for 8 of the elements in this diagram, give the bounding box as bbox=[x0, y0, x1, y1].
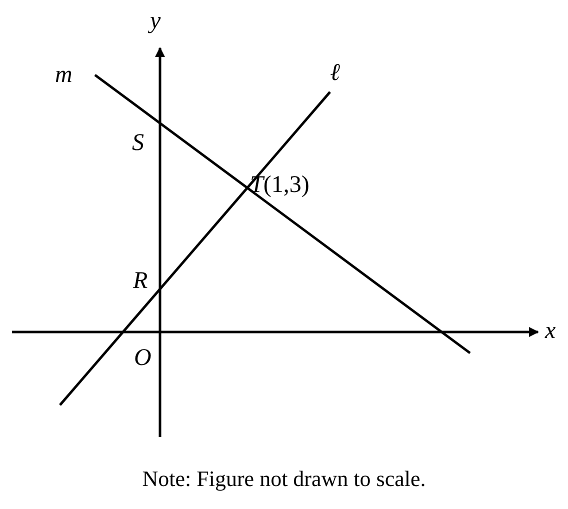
axis-label: x bbox=[545, 318, 556, 344]
line-label: ℓ bbox=[330, 60, 340, 86]
caption: Note: Figure not drawn to scale. bbox=[142, 466, 426, 492]
point-label: S bbox=[132, 130, 144, 156]
point-label: R bbox=[133, 268, 148, 294]
line-label: m bbox=[55, 62, 72, 88]
axis-label: y bbox=[150, 8, 161, 34]
origin-label: O bbox=[134, 345, 152, 371]
